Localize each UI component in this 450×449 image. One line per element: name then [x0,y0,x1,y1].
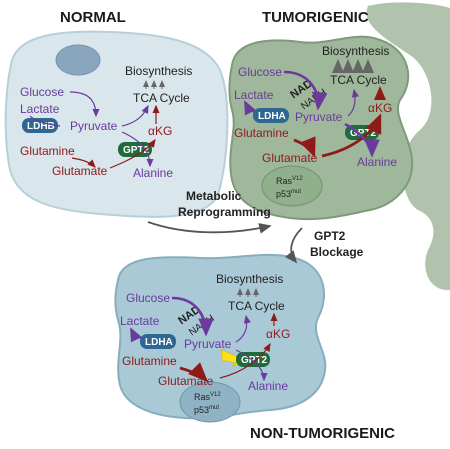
nontumor-ldha-label: LDHA [145,337,173,348]
tumor-p53: p53mut [276,189,301,199]
normal-arrow-pyruvate-tca [121,104,149,127]
tumor-glutamate: Glutamate [262,151,318,165]
normal-akg: αKG [148,124,172,138]
gpt2-blockage-transition: GPT2 Blockage [285,227,364,264]
normal-glucose: Glucose [20,85,64,99]
normal-nucleus [55,44,101,76]
normal-ldhb-label: LDHB [27,121,55,132]
normal-arrow-glucose-pyruvate [69,91,100,118]
nontumor-ldha-badge [140,334,176,349]
nontumor-pyruvate: Pyruvate [184,337,232,351]
tumor-glucose: Glucose [238,65,282,79]
nontumor-biosynthesis-arrows [237,288,259,297]
normal-arrow-pyruvate-alanine [121,131,154,168]
title-normal: NORMAL [60,9,126,26]
normal-gpt2-label: GPT2 [123,145,150,156]
tumor-tca: TCA Cycle [330,73,387,87]
nontumor-arrow-pyruvate-tca [235,314,251,343]
nontumor-lactate: Lactate [120,314,160,328]
nontumor-pathway: Biosynthesis TCA Cycle Glucose NAD NADH … [120,272,290,415]
tumor-arrow-pyruvate-alanine [344,122,380,158]
tumor-biosynthesis: Biosynthesis [322,44,389,58]
tumor-lactate: Lactate [234,88,274,102]
nontumor-arrow-pyruvate-lactate [130,327,142,343]
normal-lactate: Lactate [20,102,60,116]
tumor-ldha-label: LDHA [258,111,286,122]
nontumor-glutamate: Glutamate [158,374,214,388]
nontumor-biosynthesis: Biosynthesis [216,272,283,286]
tumor-akg: αKG [368,101,392,115]
normal-gpt2-badge [118,142,152,157]
title-nontumorigenic: NON-TUMORIGENIC [250,425,395,442]
tumor-ras: RasV12 [276,176,303,186]
nontumor-glucose: Glucose [126,291,170,305]
tumor-glutamine: Glutamine [234,126,289,140]
metabolic-label-line2: Reprogramming [178,205,271,219]
normal-arrow-glutamine-glutamate [71,157,96,168]
nontumor-arrow-glucose-pyruvate [171,296,214,337]
normal-arrow-glutamate-akg [109,139,156,169]
metabolic-reprogramming-arrow [147,221,272,234]
metabolic-label-line1: Metabolic [186,189,242,203]
normal-pyruvate: Pyruvate [70,119,118,133]
tumor-arrow-pyruvate-tca [347,88,359,117]
normal-alanine: Alanine [133,166,173,180]
nontumor-ras: RasV12 [194,392,221,402]
nontumor-akg: αKG [266,327,290,341]
tumor-nucleus [261,165,323,207]
normal-ldhb-badge [22,118,58,133]
normal-tca: TCA Cycle [133,91,190,105]
nontumor-arrow-glutamate-akg [219,342,271,379]
nontumor-tca: TCA Cycle [228,299,285,313]
gpt2-blockage-arrow [285,227,303,264]
tumor-biosynthesis-arrows [332,59,374,73]
tumor-arrow-glucose-pyruvate [283,70,328,111]
tumorigenic-cell [228,35,414,221]
tumor-pyruvate: Pyruvate [295,110,343,124]
nontumor-p53: p53mut [194,405,219,415]
normal-arrow-pyruvate-lactate [29,115,61,127]
gpt2-blockage-line2: Blockage [310,245,364,259]
title-tumorigenic: TUMORIGENIC [262,9,369,26]
nontumor-nucleus [179,381,241,423]
tumor-alanine: Alanine [357,155,397,169]
normal-biosynthesis-arrows [143,80,165,89]
nontumorigenic-cell [114,253,327,423]
tumor-arrow-glutamine-glutamate [293,136,316,158]
normal-pathway: Biosynthesis TCA Cycle Glucose Lactate L… [20,64,192,180]
nontumor-glutamine: Glutamine [122,354,177,368]
tumor-arrow-pyruvate-lactate [244,100,256,116]
normal-glutamate: Glutamate [52,164,108,178]
normal-cell [4,30,229,218]
normal-glutamine: Glutamine [20,144,75,158]
tumor-arrow-glutamate-akg [321,113,382,158]
normal-biosynthesis: Biosynthesis [125,64,192,78]
metabolic-reprogramming-transition: Metabolic Reprogramming [147,189,272,234]
gpt2-blockage-line1: GPT2 [314,229,346,243]
nontumor-arrow-pyruvate-alanine [235,349,268,382]
nontumor-arrow-glutamine-glutamate [179,362,208,382]
nontumor-alanine: Alanine [248,379,288,393]
nontumor-gpt2-label: GPT2 [241,355,268,366]
tumor-ldha-badge [253,108,289,123]
tumor-gpt2-label: GPT2 [350,128,377,139]
